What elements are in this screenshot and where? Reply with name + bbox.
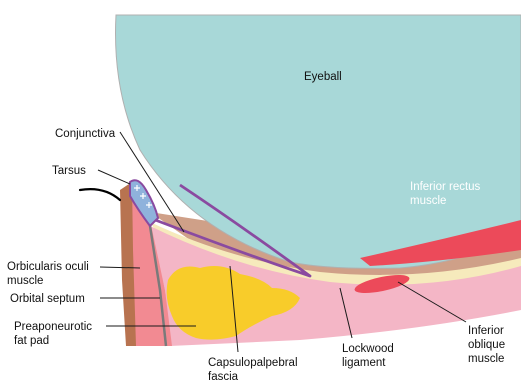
label-lockwood: Lockwood ligament [342, 343, 397, 369]
label-inferior-oblique-line-1: Inferior [468, 325, 504, 337]
label-lockwood-line-1: Lockwood [342, 343, 394, 355]
label-inferior-oblique-line-2: oblique [468, 339, 505, 351]
label-orbicularis-line-2: muscle [7, 275, 43, 287]
label-tarsus: Tarsus [52, 165, 86, 177]
label-inferior-oblique-line-3: muscle [468, 353, 504, 365]
label-eyeball: Eyeball [304, 71, 342, 83]
label-preaponeurotic: Preaponeurotic fat pad [14, 321, 95, 347]
label-orbital-septum: Orbital septum [10, 293, 85, 305]
label-capsulopalpebral-line-2: fascia [208, 371, 239, 383]
label-orbicularis-line-1: Orbicularis oculi [7, 261, 89, 273]
label-preaponeurotic-line-1: Preaponeurotic [14, 321, 92, 333]
eyelash [80, 189, 120, 200]
label-inferior-rectus-line-2: muscle [410, 195, 446, 207]
label-inferior-rectus-line-1: Inferior rectus [410, 181, 481, 193]
label-capsulopalpebral: Capsulopalpebral fascia [208, 357, 301, 383]
leader-tarsus [98, 170, 130, 184]
label-orbicularis: Orbicularis oculi muscle [7, 261, 92, 287]
label-conjunctiva: Conjunctiva [55, 128, 116, 140]
label-capsulopalpebral-line-1: Capsulopalpebral [208, 357, 298, 369]
label-preaponeurotic-line-2: fat pad [14, 335, 49, 347]
label-lockwood-line-2: ligament [342, 357, 386, 369]
label-inferior-oblique: Inferior oblique muscle [468, 325, 508, 365]
